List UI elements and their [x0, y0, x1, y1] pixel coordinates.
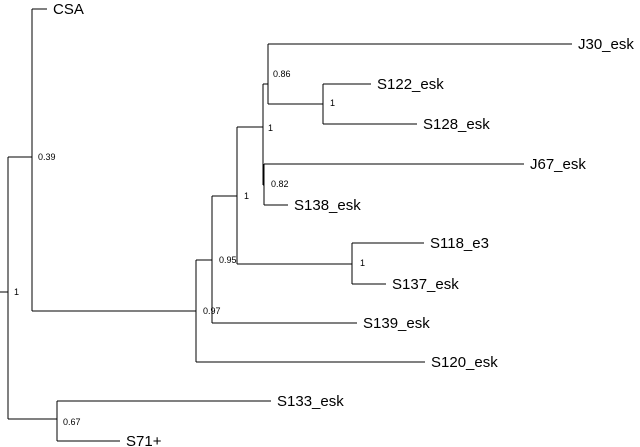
leaf-label-s120-esk: S120_esk [431, 354, 498, 371]
leaf-label-s71: S71+ [126, 433, 162, 447]
leaf-label-s137-esk: S137_esk [392, 276, 459, 293]
support-n082: 0.82 [271, 179, 289, 189]
support-csa-clade: 0.39 [38, 152, 56, 162]
leaf-label-csa: CSA [53, 1, 84, 18]
leaf-label-s138-esk: S138_esk [294, 197, 361, 214]
support-values: 1 0.39 0.97 0.95 1 1 0.86 1 0.82 1 0.67 [14, 69, 365, 427]
support-n1-s118: 1 [360, 258, 365, 268]
support-n095: 0.95 [219, 255, 237, 265]
support-n1-s122: 1 [330, 98, 335, 108]
support-n097: 0.97 [203, 306, 221, 316]
support-root: 1 [14, 287, 19, 297]
leaf-label-s128-esk: S128_esk [423, 116, 490, 133]
support-n086: 0.86 [273, 69, 291, 79]
leaf-label-j30-esk: J30_esk [578, 36, 634, 53]
leaf-labels: CSA J30_esk S122_esk S128_esk J67_esk S1… [53, 1, 634, 447]
leaf-label-s133-esk: S133_esk [277, 393, 344, 410]
support-n067: 0.67 [63, 417, 81, 427]
tree-branches [0, 8, 572, 442]
leaf-label-s118-e3: S118_e3 [430, 235, 489, 252]
leaf-label-j67-esk: J67_esk [530, 156, 586, 173]
leaf-label-s139-esk: S139_esk [363, 315, 430, 332]
leaf-label-s122-esk: S122_esk [377, 76, 444, 93]
support-n1-main: 1 [244, 191, 249, 201]
support-n1-upper: 1 [268, 123, 273, 133]
